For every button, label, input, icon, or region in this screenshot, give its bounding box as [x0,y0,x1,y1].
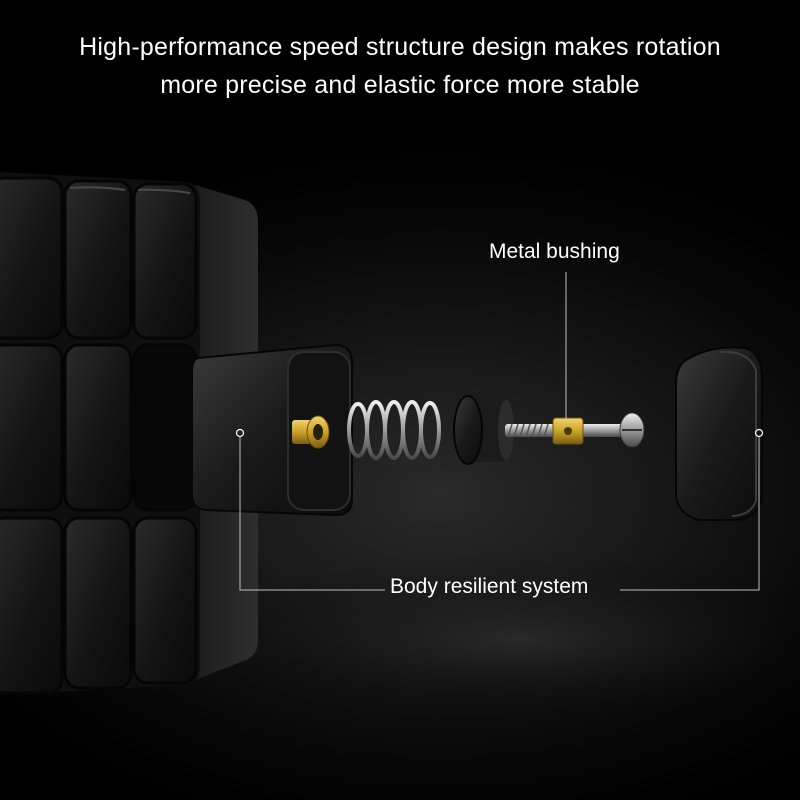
bushing-cylinder [453,395,514,465]
bushing-icon [292,415,330,449]
body-resilient-system-label: Body resilient system [390,575,589,598]
callout-dot-cap [754,428,764,438]
floor-glow [160,550,800,730]
callout-line-right [620,437,760,591]
headline-line-2: more precise and elastic force more stab… [160,71,640,99]
callout-line-left [239,437,385,591]
callout-dot-center [235,428,245,438]
center-block [191,343,353,517]
screw-icon [505,412,645,448]
spring-icon [347,400,441,460]
headline: High-performance speed structure design … [0,28,800,104]
metal-bushing-label: Metal bushing [489,240,620,263]
cap-icon [675,346,763,521]
headline-line-1: High-performance speed structure design … [79,33,721,61]
cube-icon [0,172,258,695]
